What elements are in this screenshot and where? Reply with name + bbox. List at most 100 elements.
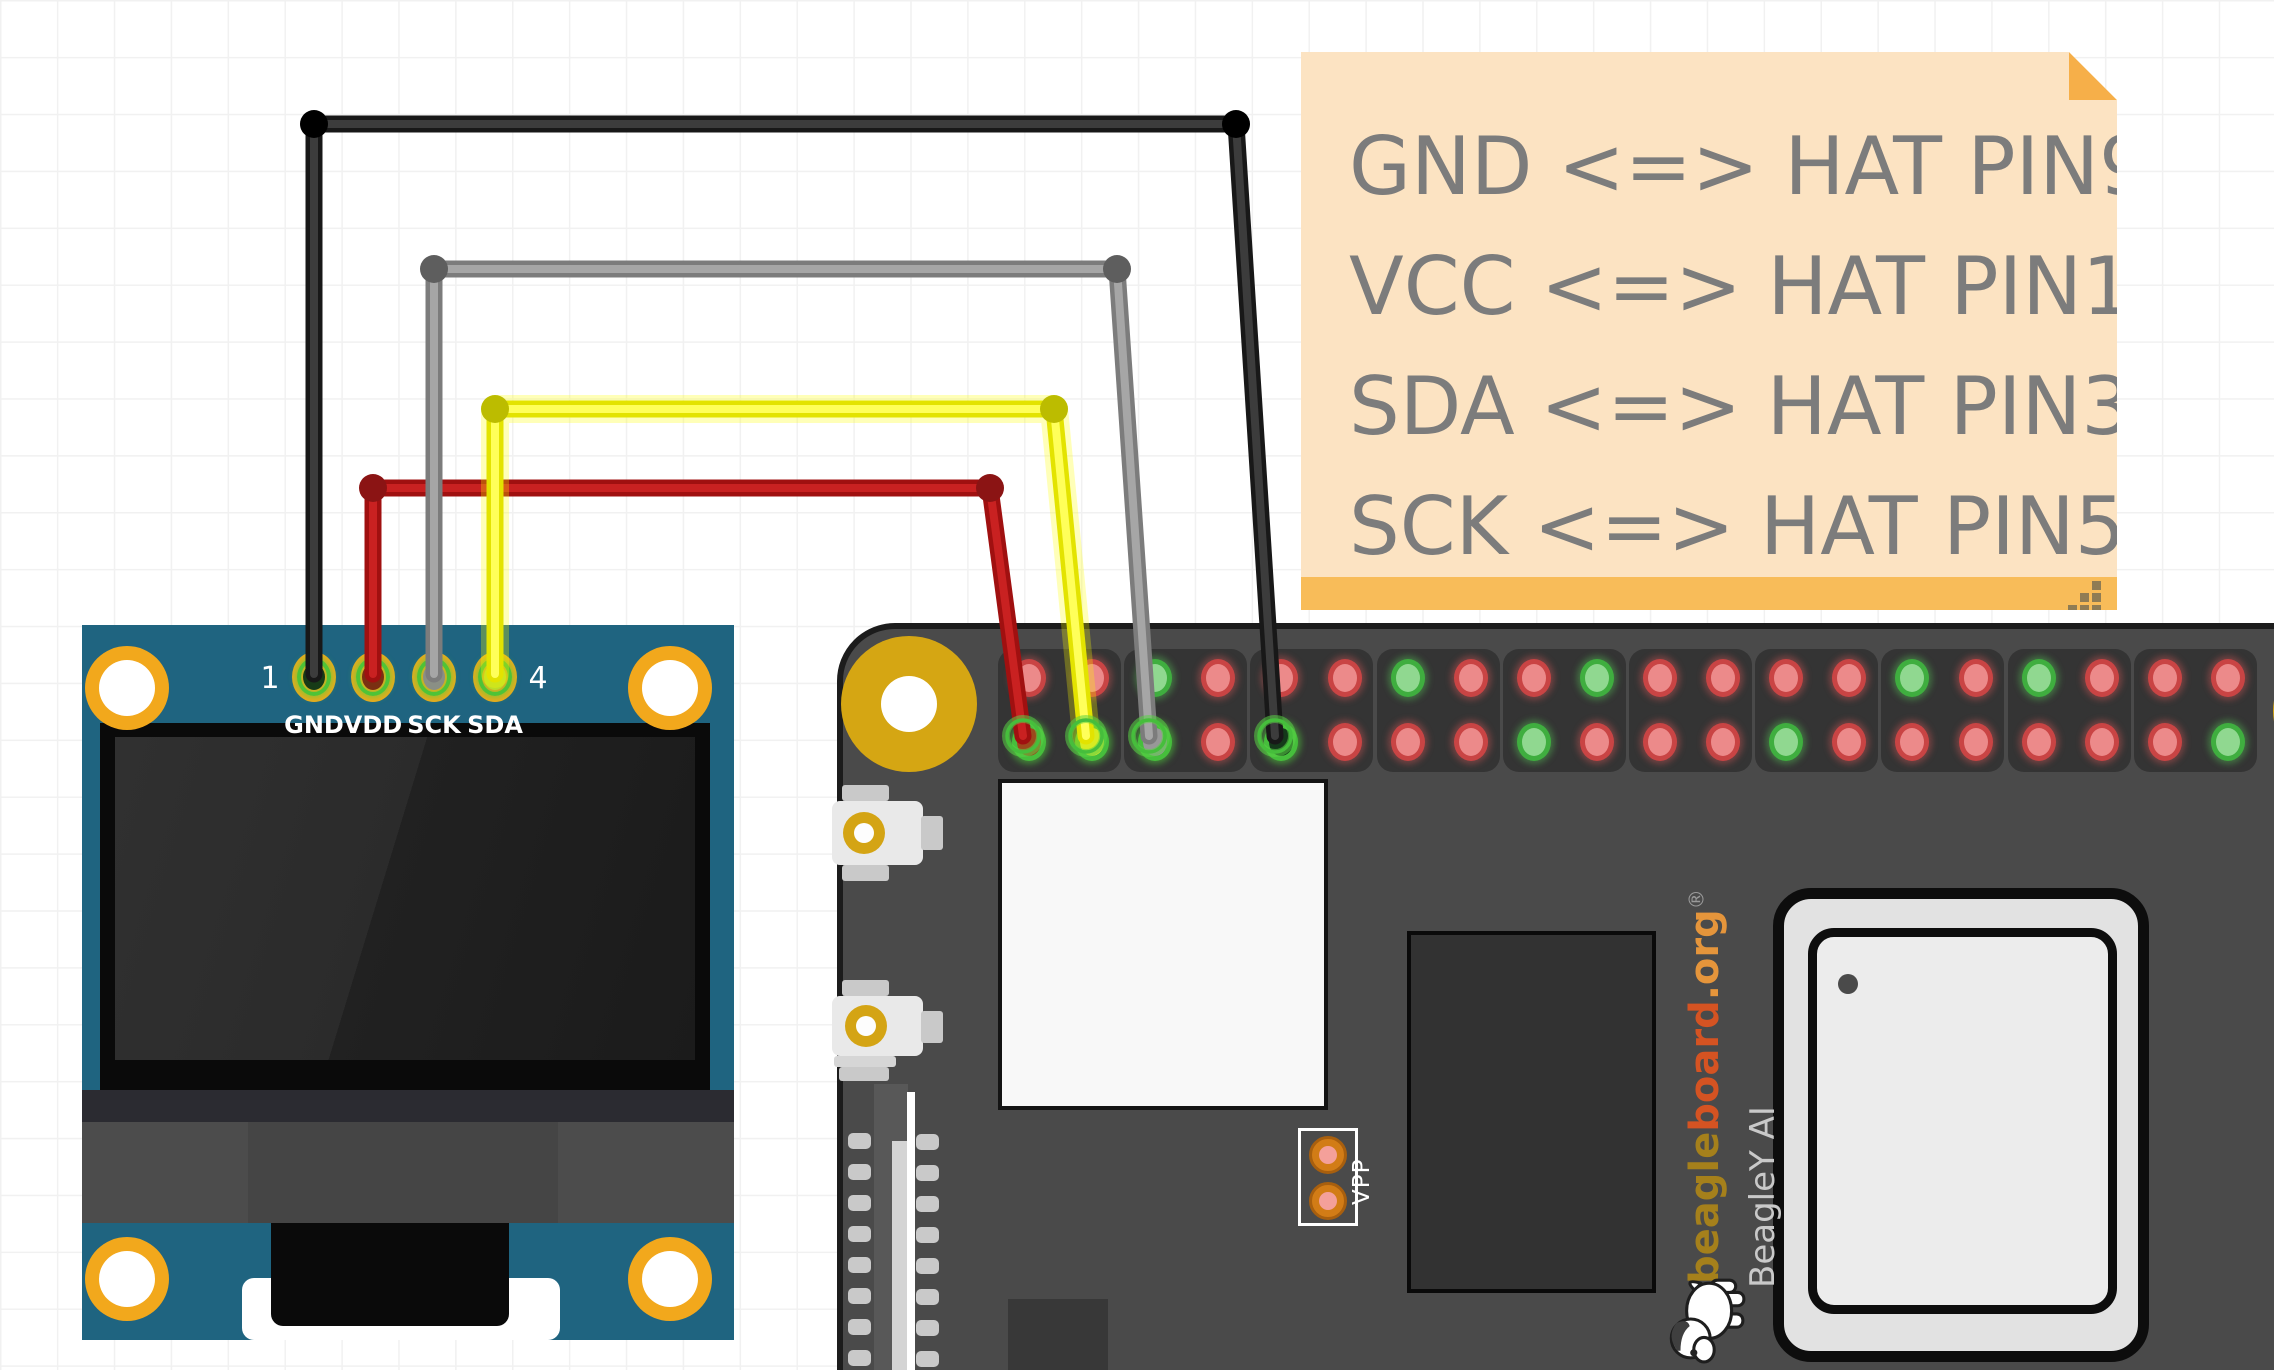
hat-pin-12[interactable] xyxy=(1327,659,1362,697)
hat-pin-27[interactable] xyxy=(1832,723,1867,761)
button1-tab-bottom xyxy=(842,865,889,881)
oled-pin-core xyxy=(423,664,445,690)
vpp-pad-top-core xyxy=(1319,1146,1337,1164)
grip-dot-icon xyxy=(2092,605,2101,610)
hat-pin-15[interactable] xyxy=(1453,723,1488,761)
hat-pin-38[interactable] xyxy=(2147,659,2182,697)
oled-pin-vdd[interactable] xyxy=(351,652,395,702)
soc-chip-inner xyxy=(1808,928,2117,1314)
hat-pin-11[interactable] xyxy=(1327,723,1362,761)
logo-board: board xyxy=(1682,1000,1728,1132)
hat-pin-37[interactable] xyxy=(2147,723,2182,761)
grip-dot-icon xyxy=(2080,605,2089,610)
button2-tab-top xyxy=(842,980,889,996)
oled-pin4-number: 4 xyxy=(528,661,548,696)
grip-dot-icon xyxy=(2080,593,2089,602)
hat-pin-24[interactable] xyxy=(1706,659,1741,697)
soc-pin1-dot-icon xyxy=(1838,974,1858,994)
flex-connector-strip xyxy=(907,1092,915,1370)
flex-tooth xyxy=(848,1257,871,1273)
beagley-ai-board[interactable]: VPP beagleboard.org® BeagleY AI xyxy=(832,623,2274,1370)
flex-tooth xyxy=(848,1288,871,1304)
hat-pin-33[interactable] xyxy=(2021,723,2056,761)
oled-pin-sda[interactable] xyxy=(473,652,517,702)
hat-pin-28[interactable] xyxy=(1832,659,1867,697)
button1-tab-top xyxy=(842,785,889,801)
hat-pin-3[interactable] xyxy=(1075,723,1110,761)
oled-lower-band xyxy=(82,1090,734,1122)
hat-pin-2[interactable] xyxy=(1012,659,1046,697)
flex-tooth xyxy=(916,1196,939,1212)
hat-pin-19[interactable] xyxy=(1579,723,1614,761)
button2-ring xyxy=(845,1005,887,1047)
flex-tooth xyxy=(916,1320,939,1336)
hat-pin-13[interactable] xyxy=(1390,723,1425,761)
oled-pin-sck[interactable] xyxy=(412,652,456,702)
flex-tooth xyxy=(848,1195,871,1211)
hat-pin-36[interactable] xyxy=(2084,659,2119,697)
black-wire-joint xyxy=(1222,110,1250,138)
hat-pin-32[interactable] xyxy=(1958,659,1993,697)
oled-pin-core xyxy=(303,664,325,690)
hat-pin-25[interactable] xyxy=(1769,723,1804,761)
oled-mount-hole-center xyxy=(99,660,155,716)
component-pad xyxy=(1008,1299,1108,1370)
hat-pin-31[interactable] xyxy=(1958,723,1993,761)
black-wire-joint xyxy=(300,110,328,138)
hat-pin-6[interactable] xyxy=(1138,659,1173,697)
vpp-pad-top[interactable] xyxy=(1309,1136,1347,1174)
hat-pin-20[interactable] xyxy=(1579,659,1614,697)
hat-pin-40[interactable] xyxy=(2210,659,2245,697)
hat-pin-39[interactable] xyxy=(2210,723,2245,761)
vpp-pad-bottom[interactable] xyxy=(1309,1182,1347,1220)
registered-mark: ® xyxy=(1684,889,1709,910)
hat-pin-30[interactable] xyxy=(1895,659,1930,697)
gray-wire-joint xyxy=(1103,255,1131,283)
oled-ribbon-tab xyxy=(271,1223,509,1326)
oled-mount-hole-center xyxy=(642,660,698,716)
button1-nub xyxy=(921,816,943,850)
oled-pin-gnd[interactable] xyxy=(292,652,336,702)
hat-pin-16[interactable] xyxy=(1453,659,1488,697)
hat-pin-5[interactable] xyxy=(1138,723,1173,761)
mount-hole-left-center xyxy=(881,676,937,732)
flex-tooth xyxy=(916,1227,939,1243)
note-fold-icon xyxy=(2069,52,2117,100)
flex-connector-inner xyxy=(892,1141,907,1370)
red-wire-joint xyxy=(359,474,387,502)
beagle-dog-icon xyxy=(1669,1278,1746,1364)
hat-pin-14[interactable] xyxy=(1390,659,1425,697)
sticky-note-background xyxy=(1301,52,2117,610)
grip-dot-icon xyxy=(2092,581,2101,590)
oled-mount-hole-center xyxy=(99,1251,155,1307)
oled-mount-hole xyxy=(628,1237,712,1321)
hat-pin-26[interactable] xyxy=(1769,659,1804,697)
hat-pin-1[interactable] xyxy=(1012,723,1046,761)
hat-pin-21[interactable] xyxy=(1643,723,1677,761)
note-line: SCK <=> HAT PIN5 xyxy=(1349,480,2126,573)
hat-pin-29[interactable] xyxy=(1895,723,1930,761)
button2-nub xyxy=(921,1011,943,1043)
hat-pin-23[interactable] xyxy=(1706,723,1741,761)
hat-pin-35[interactable] xyxy=(2084,723,2119,761)
hat-pin-22[interactable] xyxy=(1643,659,1677,697)
soc-shield-area xyxy=(998,779,1328,1110)
vpp-pad-bottom-core xyxy=(1319,1192,1337,1210)
flex-tooth xyxy=(848,1133,871,1149)
hat-pin-17[interactable] xyxy=(1516,723,1551,761)
flex-tooth xyxy=(916,1258,939,1274)
yellow-wire-joint xyxy=(1040,395,1068,423)
flex-tooth xyxy=(916,1289,939,1305)
flex-tooth xyxy=(848,1350,871,1366)
hat-pin-34[interactable] xyxy=(2021,659,2056,697)
oled-mount-hole-center xyxy=(642,1251,698,1307)
button1-ring-core xyxy=(854,823,874,843)
flex-tooth xyxy=(848,1164,871,1180)
vpp-label: VPP xyxy=(1349,1158,1375,1205)
hat-pin-4[interactable] xyxy=(1075,659,1110,697)
memory-chip xyxy=(1407,931,1656,1293)
hat-pin-18[interactable] xyxy=(1516,659,1551,697)
